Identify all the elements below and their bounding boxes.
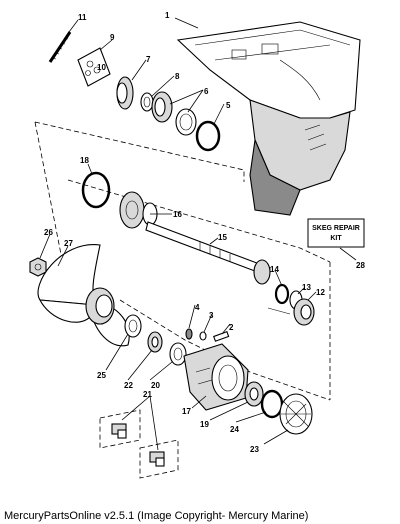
lock-ring xyxy=(279,393,313,435)
propeller-shaft xyxy=(145,221,271,285)
callout-14: 14 xyxy=(270,265,279,274)
callout-7: 7 xyxy=(146,55,151,64)
callout-8: 8 xyxy=(175,72,180,81)
pin-part xyxy=(185,328,193,340)
callout-17: 17 xyxy=(182,407,191,416)
callout-1: 1 xyxy=(165,11,170,20)
o-ring-small xyxy=(274,283,290,305)
carrier-rear-bearing xyxy=(244,381,264,407)
carrier-bearing xyxy=(147,331,163,353)
callout-5: 5 xyxy=(226,101,231,110)
callout-12: 12 xyxy=(316,288,325,297)
callout-9: 9 xyxy=(110,33,115,42)
dashed-guide-upper xyxy=(34,121,245,182)
forward-gear xyxy=(119,191,158,229)
bolt-part xyxy=(213,331,230,342)
o-ring-upper xyxy=(195,120,221,152)
gear-housing xyxy=(176,21,361,216)
callout-10: 10 xyxy=(97,63,106,72)
dashed-guide-upper-left xyxy=(34,121,71,301)
propeller xyxy=(37,244,130,347)
callout-24: 24 xyxy=(230,425,239,434)
callout-labels: 1 2 3 4 5 6 7 8 9 10 11 12 13 14 15 16 1… xyxy=(44,11,365,454)
callout-15: 15 xyxy=(218,233,227,242)
footer-copyright: MercuryPartsOnline v2.5.1 (Image Copyrig… xyxy=(4,510,309,522)
o-ring-carrier xyxy=(260,389,284,419)
kit-label-line1: SKEG REPAIR xyxy=(312,225,360,232)
callout-28: 28 xyxy=(356,261,365,270)
exploded-parts-diagram: SKEG REPAIR KIT xyxy=(29,11,365,479)
needle-bearing-upper xyxy=(140,92,154,112)
callout-16: 16 xyxy=(173,210,182,219)
callout-18: 18 xyxy=(80,156,89,165)
callout-23: 23 xyxy=(250,445,259,454)
callout-11: 11 xyxy=(78,13,87,22)
bearing-carrier xyxy=(183,343,249,411)
callout-19: 19 xyxy=(200,420,209,429)
callout-6: 6 xyxy=(204,87,209,96)
stud-part xyxy=(48,31,72,63)
callout-22: 22 xyxy=(124,381,133,390)
callout-21: 21 xyxy=(143,390,152,399)
washer-small xyxy=(199,331,207,341)
o-ring-large xyxy=(81,171,111,209)
skeg-repair-kit-box: SKEG REPAIR KIT xyxy=(307,218,365,248)
kit-label-line2: KIT xyxy=(330,235,342,242)
cover-nut xyxy=(267,298,315,326)
callout-13: 13 xyxy=(302,283,311,292)
callout-4: 4 xyxy=(195,303,200,312)
thrust-washer xyxy=(124,314,142,338)
tapered-bearing xyxy=(151,91,173,123)
callout-3: 3 xyxy=(209,311,214,320)
propeller-nut xyxy=(29,257,47,277)
callout-27: 27 xyxy=(64,239,73,248)
callout-20: 20 xyxy=(151,381,160,390)
roller-bearing xyxy=(169,342,187,366)
shim-packet xyxy=(77,47,111,87)
callout-26: 26 xyxy=(44,228,53,237)
dashed-guide-middle xyxy=(67,179,331,263)
seal-detail-inset xyxy=(99,409,179,479)
bearing-cup xyxy=(175,108,197,136)
callout-2: 2 xyxy=(229,323,234,332)
callout-25: 25 xyxy=(97,371,106,380)
leader-lines xyxy=(39,17,357,451)
pinion-gear xyxy=(116,76,134,110)
